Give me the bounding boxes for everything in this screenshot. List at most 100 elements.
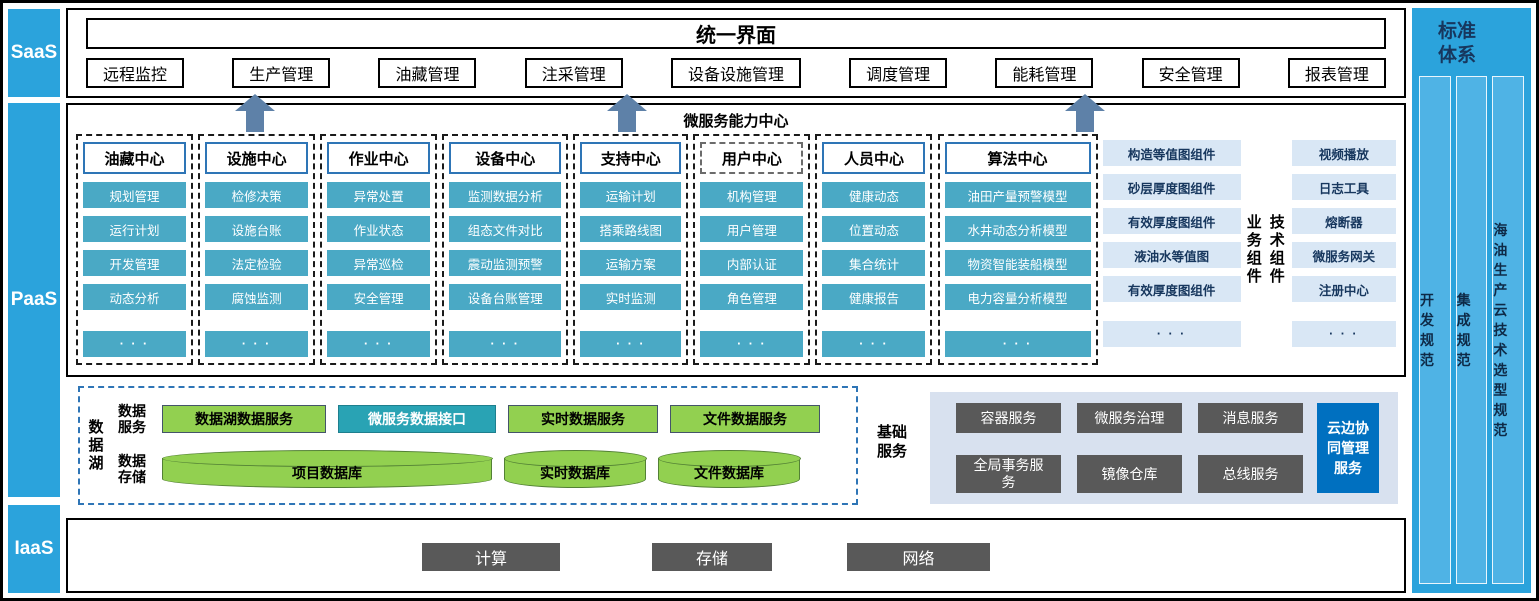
component-item: 构造等值图组件 — [1102, 140, 1241, 166]
data-service-box: 数据湖数据服务 — [162, 404, 326, 433]
center-service-item: 位置动态 — [822, 216, 926, 242]
iaas-section: 计算 存储 网络 — [66, 518, 1406, 593]
data-service-box: 文件数据服务 — [670, 404, 820, 433]
center-column-algorithm: 算法中心 油田产量预警模型 水井动态分析模型 物资智能装船模型 电力容量分析模型… — [937, 134, 1098, 365]
standards-strips: 开发规范 集成规范 海油生产云技术选型规范 — [1412, 74, 1531, 594]
center-column-personnel: 人员中心 健康动态 位置动态 集合统计 健康报告 · · · — [815, 134, 933, 365]
basic-services-label: 基础服务 — [876, 424, 907, 460]
business-components-label: 业务组件 — [1244, 213, 1262, 286]
center-column-facility: 设施中心 检修决策 设施台账 法定检验 腐蚀监测 · · · — [198, 134, 316, 365]
saas-apps-row: 远程监控 生产管理 油藏管理 注采管理 设备设施管理 调度管理 能耗管理 安全管… — [86, 58, 1386, 88]
app-equipment-facility-mgmt: 设备设施管理 — [670, 58, 801, 88]
center-title: 设施中心 — [205, 142, 309, 174]
app-injection-mgmt: 注采管理 — [524, 58, 623, 88]
app-dispatch-mgmt: 调度管理 — [849, 58, 948, 88]
standards-panel: 标准体系 开发规范 集成规范 海油生产云技术选型规范 — [1412, 8, 1531, 593]
up-arrow-icon — [235, 94, 275, 132]
component-item: 微服务网关 — [1291, 242, 1396, 268]
component-item: 有效厚度图组件 — [1102, 208, 1241, 234]
basic-services-panel: 容器服务 微服务治理 消息服务 全局事务服务 镜像仓库 总线服务 云边协同管理服… — [930, 392, 1398, 504]
app-energy-mgmt: 能耗管理 — [995, 58, 1094, 88]
component-item: 砂层厚度图组件 — [1102, 174, 1241, 200]
component-item: 液油水等值图 — [1102, 242, 1241, 268]
center-service-item: 物资智能装船模型 — [944, 250, 1091, 276]
center-service-item: 水井动态分析模型 — [944, 216, 1091, 242]
center-more-item: · · · — [205, 331, 309, 357]
app-safety-mgmt: 安全管理 — [1141, 58, 1240, 88]
standard-strip-integration: 集成规范 — [1455, 75, 1488, 584]
basic-service-transaction: 全局事务服务 — [956, 455, 1061, 493]
center-more-item: · · · — [83, 331, 186, 357]
data-storage-label: 数据存储 — [118, 452, 146, 485]
center-more-item: · · · — [944, 331, 1091, 357]
center-service-item: 健康报告 — [822, 284, 926, 310]
center-service-item: 腐蚀监测 — [205, 284, 309, 310]
center-service-item: 震动监测预警 — [449, 250, 562, 276]
data-lake-content: 数据服务 数据湖数据服务 微服务数据接口 实时数据服务 文件数据服务 数据存储 … — [110, 388, 856, 503]
center-title: 油藏中心 — [83, 142, 186, 174]
center-service-item: 搭乘路线图 — [580, 216, 682, 242]
center-service-item: 动态分析 — [83, 284, 186, 310]
database-cylinder: 文件数据库 — [657, 450, 801, 489]
data-services-label: 数据服务 — [118, 402, 146, 435]
standard-strip-dev: 开发规范 — [1419, 75, 1451, 584]
center-service-item: 作业状态 — [327, 216, 431, 242]
basic-service-governance: 微服务治理 — [1077, 403, 1182, 433]
center-service-item: 设施台账 — [205, 216, 309, 242]
center-service-item: 电力容量分析模型 — [944, 284, 1091, 310]
tech-components-list: 视频播放 日志工具 熔断器 微服务网关 注册中心 · · · — [1291, 134, 1396, 365]
iaas-network: 网络 — [847, 543, 990, 571]
center-more-item: · · · — [449, 331, 562, 357]
microservice-center-title: 微服务能力中心 — [683, 113, 789, 130]
center-service-item: 组态文件对比 — [449, 216, 562, 242]
standards-title: 标准体系 — [1438, 21, 1477, 66]
center-service-item: 机构管理 — [700, 182, 804, 208]
center-service-item: 检修决策 — [205, 182, 309, 208]
data-lake-panel: 数据湖 数据服务 数据湖数据服务 微服务数据接口 实时数据服务 文件数据服务 数… — [78, 386, 858, 505]
center-title: 设备中心 — [449, 142, 562, 174]
center-more-item: · · · — [580, 331, 682, 357]
tech-components-label: 技术组件 — [1267, 213, 1285, 286]
center-title: 用户中心 — [700, 142, 804, 174]
layer-label-iaas: IaaS — [8, 505, 60, 593]
database-label: 文件数据库 — [694, 464, 764, 481]
app-production-mgmt: 生产管理 — [232, 58, 331, 88]
center-service-item: 运行计划 — [83, 216, 186, 242]
component-more-item: · · · — [1291, 321, 1396, 347]
center-column-support: 支持中心 运输计划 搭乘路线图 运输方案 实时监测 · · · — [573, 134, 689, 365]
app-reservoir-mgmt: 油藏管理 — [378, 58, 477, 88]
center-title: 支持中心 — [580, 142, 682, 174]
center-service-item: 用户管理 — [700, 216, 804, 242]
center-title: 作业中心 — [327, 142, 431, 174]
center-service-item: 规划管理 — [83, 182, 186, 208]
app-remote-monitoring: 远程监控 — [86, 58, 185, 88]
center-column-equipment: 设备中心 监测数据分析 组态文件对比 震动监测预警 设备台账管理 · · · — [442, 134, 569, 365]
business-components-list: 构造等值图组件 砂层厚度图组件 有效厚度图组件 液油水等值图 有效厚度图组件 ·… — [1102, 134, 1241, 365]
saas-section: 统一界面 远程监控 生产管理 油藏管理 注采管理 设备设施管理 调度管理 能耗管… — [66, 8, 1406, 98]
basic-services-grid: 容器服务 微服务治理 消息服务 全局事务服务 镜像仓库 总线服务 — [956, 403, 1303, 493]
component-item: 有效厚度图组件 — [1102, 276, 1241, 302]
center-service-item: 开发管理 — [83, 250, 186, 276]
data-lake-label: 数据湖 — [86, 418, 104, 473]
center-more-item: · · · — [822, 331, 926, 357]
iaas-compute: 计算 — [422, 543, 560, 571]
center-service-item: 健康动态 — [822, 182, 926, 208]
basic-service-container: 容器服务 — [956, 403, 1061, 433]
center-service-item: 运输计划 — [580, 182, 682, 208]
center-service-item: 角色管理 — [700, 284, 804, 310]
center-title: 算法中心 — [944, 142, 1091, 174]
data-storage-row: 数据存储 项目数据库 实时数据库 文件数据库 — [110, 449, 850, 489]
center-service-item: 设备台账管理 — [449, 284, 562, 310]
center-service-item: 法定检验 — [205, 250, 309, 276]
database-label: 实时数据库 — [540, 464, 610, 481]
component-item: 视频播放 — [1291, 140, 1396, 166]
center-service-item: 安全管理 — [327, 284, 431, 310]
basic-service-message: 消息服务 — [1198, 403, 1303, 433]
up-arrow-icon — [607, 94, 647, 132]
center-service-item: 异常巡检 — [327, 250, 431, 276]
basic-service-bus: 总线服务 — [1198, 455, 1303, 493]
data-service-box: 微服务数据接口 — [338, 404, 496, 433]
layer-label-saas: SaaS — [8, 9, 60, 97]
layer-label-paas: PaaS — [8, 103, 60, 497]
